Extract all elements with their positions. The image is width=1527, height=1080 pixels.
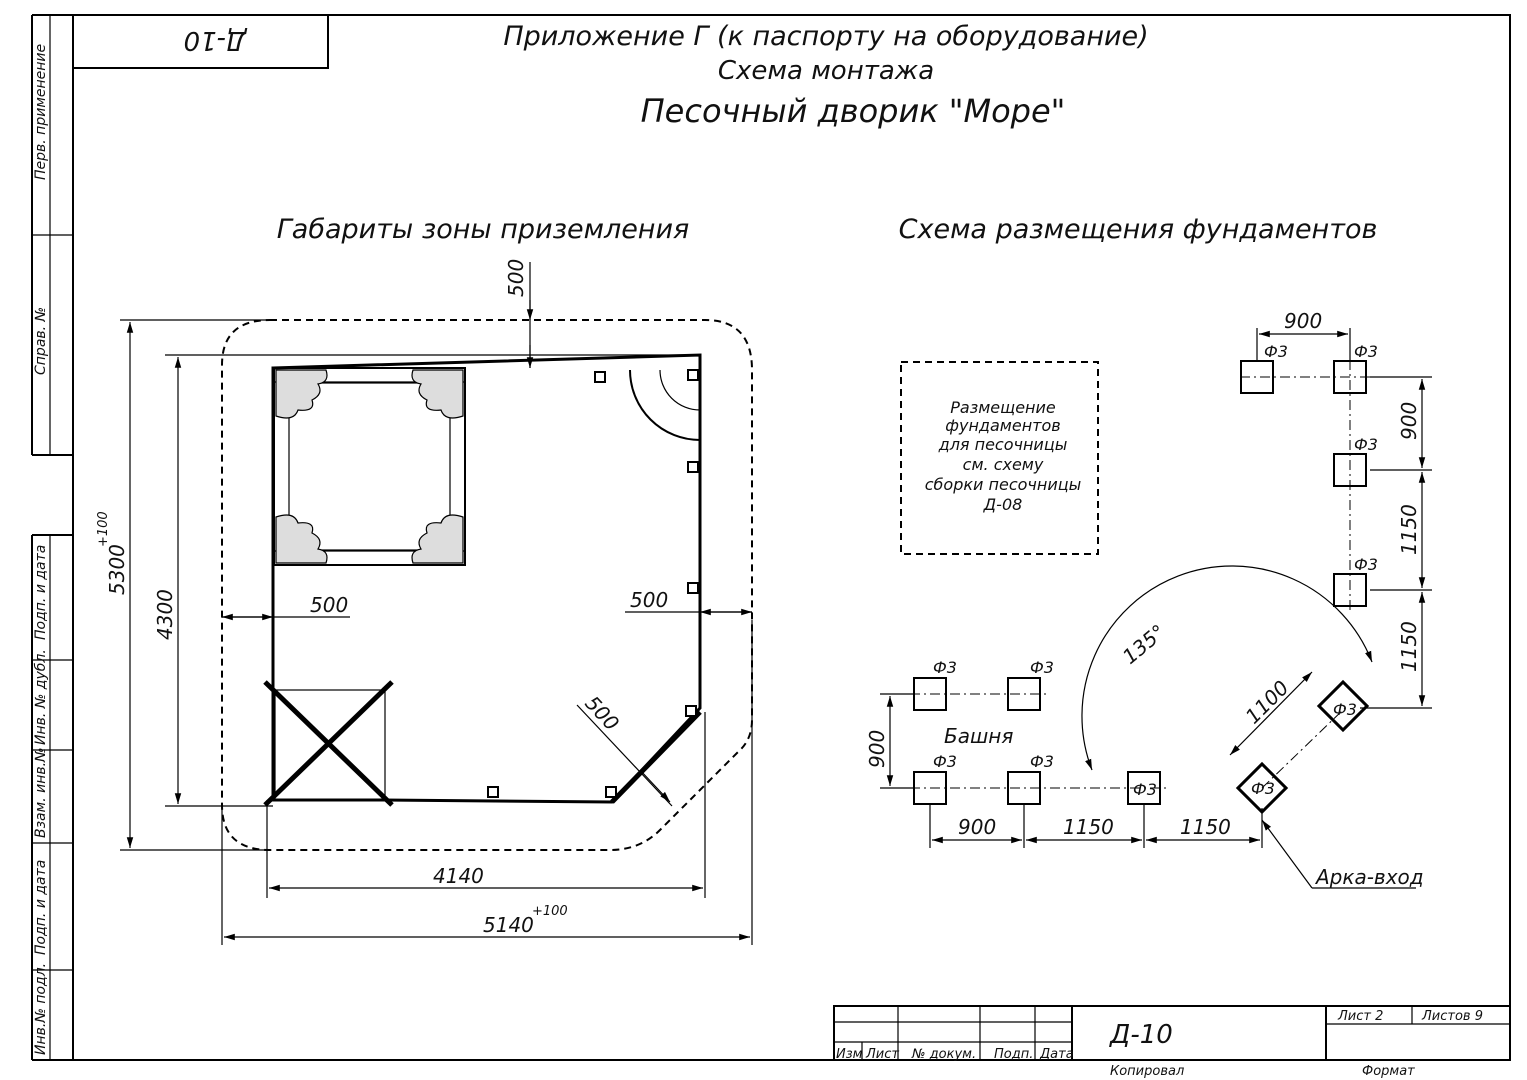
bolt-markers bbox=[487, 369, 699, 798]
arch-label: Арка-вход bbox=[1314, 865, 1424, 889]
sheets-label: Листов 9 bbox=[1421, 1009, 1483, 1024]
arch-leader: Арка-вход bbox=[1261, 819, 1424, 889]
f3-label-6: Ф3 bbox=[1251, 779, 1275, 798]
dim-tower-height: 900 bbox=[865, 730, 889, 768]
note-line-3: см. схему bbox=[963, 455, 1044, 474]
left-view-heading: Габариты зоны приземления bbox=[277, 214, 690, 245]
note-line-2: для песочницы bbox=[938, 435, 1068, 454]
code-stamp-text: Д-10 bbox=[184, 25, 248, 55]
dim-v1: 900 bbox=[1397, 402, 1421, 440]
dim-v3: 1150 bbox=[1397, 621, 1421, 672]
side-label-2: Подп. и дата bbox=[33, 545, 49, 640]
col-izm: Изм bbox=[836, 1047, 863, 1062]
title-block: Изм Лист № докум. Подп. Дата Д-10 Лист 2… bbox=[833, 1005, 1511, 1079]
f3-label-11: Ф3 bbox=[1133, 780, 1157, 799]
f3-label-5: Ф3 bbox=[1333, 700, 1357, 719]
dim-height-outer: 5300 bbox=[105, 544, 129, 595]
dim-h3: 1150 bbox=[1180, 815, 1231, 839]
dim-v2: 1150 bbox=[1397, 504, 1421, 555]
sandbox bbox=[273, 367, 466, 566]
copied-label: Копировал bbox=[1110, 1064, 1184, 1079]
side-labels: Перв. применение Справ. № Подп. и дата И… bbox=[33, 44, 49, 1055]
code-stamp: Д-10 bbox=[72, 14, 329, 69]
side-label-6: Инв.№ подл. bbox=[33, 963, 49, 1055]
note-box: Размещение фундаментов для песочницы см.… bbox=[900, 361, 1099, 555]
shell-icon-bl bbox=[275, 514, 328, 564]
header-line1: Приложение Г (к паспорту на оборудование… bbox=[503, 21, 1148, 52]
tower-label: Башня bbox=[944, 724, 1013, 748]
angle-label: 135° bbox=[1118, 619, 1170, 668]
sheet-frame bbox=[31, 14, 1511, 1061]
landing-zone-outline bbox=[221, 319, 753, 851]
format-label: Формат bbox=[1362, 1064, 1415, 1079]
foundations-upper: Ф3 Ф3 Ф3 Ф3 900 900 1150 1150 bbox=[1240, 309, 1432, 709]
f3-label-4: Ф3 bbox=[1354, 555, 1378, 574]
header: Приложение Г (к паспорту на оборудование… bbox=[503, 21, 1148, 130]
note-line-5: Д-08 bbox=[983, 495, 1023, 514]
title-code: Д-10 bbox=[1109, 1020, 1173, 1050]
dim-h2: 1150 bbox=[1063, 815, 1114, 839]
col-sign: Подп. bbox=[994, 1047, 1033, 1062]
dim-right-offset: 500 bbox=[630, 588, 668, 612]
shell-icon-tl bbox=[275, 369, 328, 419]
col-list: Лист bbox=[865, 1047, 899, 1062]
f3-label-2: Ф3 bbox=[1354, 342, 1378, 361]
dim-diag-offset: 500 bbox=[580, 691, 624, 735]
left-dimensions: 500 500 500 500 4300 5300 +100 bbox=[96, 259, 753, 945]
dim-width-outer-tol: +100 bbox=[532, 904, 568, 919]
header-line2: Схема монтажа bbox=[718, 56, 934, 86]
f3-label-1: Ф3 bbox=[1264, 342, 1288, 361]
f3-label-8: Ф3 bbox=[1030, 658, 1054, 677]
dim-top-width: 900 bbox=[1284, 309, 1322, 333]
dim-left-offset: 500 bbox=[310, 593, 348, 617]
note-line-4: сборки песочницы bbox=[925, 475, 1081, 494]
sheet-label: Лист 2 bbox=[1337, 1009, 1383, 1024]
f3-label-9: Ф3 bbox=[933, 752, 957, 771]
side-label-0: Перв. применение bbox=[33, 44, 49, 180]
angle-arc bbox=[1081, 565, 1373, 771]
shell-icon-br bbox=[411, 514, 464, 564]
dim-h1: 900 bbox=[958, 815, 996, 839]
side-label-1: Справ. № bbox=[33, 307, 49, 375]
foundations-arch: Ф3 Ф3 1100 bbox=[1229, 671, 1370, 815]
dim-height-outer-tol: +100 bbox=[96, 511, 111, 547]
dim-diag: 1100 bbox=[1241, 676, 1294, 729]
dim-top-offset: 500 bbox=[504, 259, 528, 297]
tower-block bbox=[263, 680, 394, 807]
side-label-4: Взам. инв.№ bbox=[33, 747, 49, 838]
side-label-5: Подп. и дата bbox=[33, 860, 49, 955]
f3-label-3: Ф3 bbox=[1354, 435, 1378, 454]
note-line-0: Размещение bbox=[950, 398, 1056, 417]
shell-icon-tr bbox=[411, 369, 464, 419]
f3-label-10: Ф3 bbox=[1030, 752, 1054, 771]
right-view-heading: Схема размещения фундаментов bbox=[899, 214, 1378, 245]
right-view: Схема размещения фундаментов Размещение … bbox=[865, 214, 1432, 889]
col-doc: № докум. bbox=[911, 1047, 976, 1062]
left-view: Габариты зоны приземления bbox=[96, 214, 753, 945]
side-label-3: Инв. № дубл. bbox=[33, 649, 49, 745]
dim-width-inner: 4140 bbox=[433, 864, 484, 888]
product-name: Песочный дворик "Море" bbox=[641, 92, 1066, 130]
dim-height-inner: 4300 bbox=[153, 589, 177, 640]
dim-width-outer: 5140 bbox=[483, 913, 534, 937]
foundations-tower: Ф3 Ф3 Ф3 Ф3 Ф3 Башня 900 900 1150 1150 bbox=[865, 658, 1263, 848]
col-date: Дата bbox=[1039, 1047, 1074, 1062]
swing-arc bbox=[629, 369, 701, 441]
note-line-1: фундаментов bbox=[945, 416, 1060, 435]
f3-label-7: Ф3 bbox=[933, 658, 957, 677]
